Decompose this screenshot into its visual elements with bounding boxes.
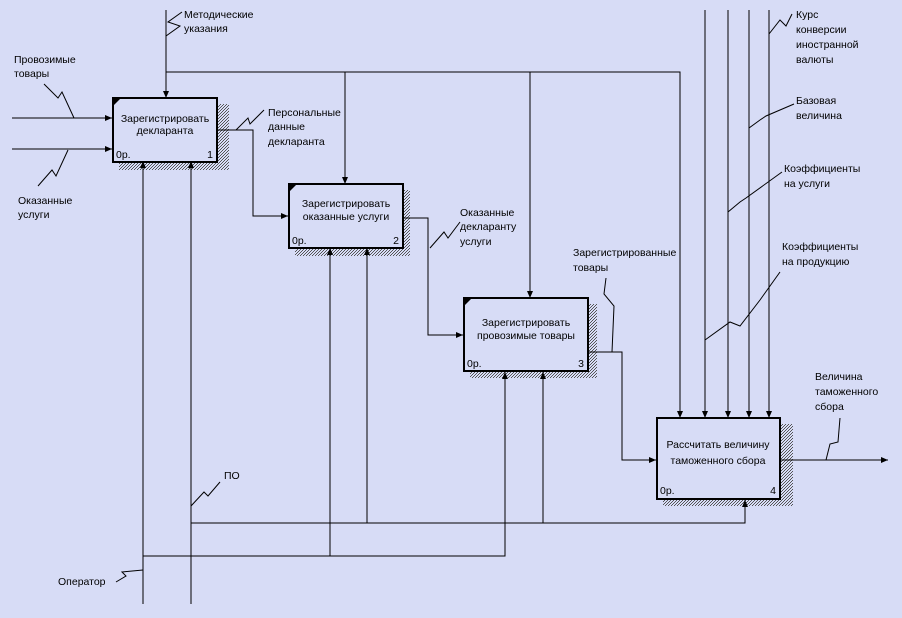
label-output-fee-line-3: сбора <box>815 401 844 413</box>
label-input-services-line-1: Оказанные <box>18 195 73 207</box>
label-registered-goods-line-1: Зарегистрированные <box>573 247 676 259</box>
squiggle-base <box>748 103 795 129</box>
box-3[interactable]: Зарегистрировать провозимые товары 0р. 3 <box>463 297 589 372</box>
box-1-line-1: Зарегистрировать <box>121 113 210 125</box>
squiggle-software <box>190 481 221 507</box>
label-registered-goods: Зарегистрированные товары <box>573 247 676 274</box>
label-input-goods-line-1: Провозимые <box>14 54 76 66</box>
label-exchange-rate-line-3: иностранной <box>796 39 859 51</box>
label-services-declarant: Оказанные декларанту услуги <box>460 207 517 248</box>
box-3-cost: 0р. <box>467 358 482 370</box>
arrow-registered-goods <box>588 351 656 463</box>
label-services-declarant-line-2: декларанту <box>460 221 517 233</box>
label-input-goods-line-2: товары <box>14 68 49 80</box>
box-4-line-2: таможенного сбора <box>671 455 766 467</box>
label-base-value-line-1: Базовая <box>796 95 836 107</box>
squiggle-operator <box>115 569 144 583</box>
arrow-mech-operator-box2 <box>143 248 333 557</box>
arrow-mech-operator-box3 <box>330 372 508 557</box>
label-product-coeffs-line-1: Коэффициенты <box>782 241 858 253</box>
squiggle-registered <box>603 277 615 353</box>
label-personal-data: Персональные данные декларанта <box>268 107 341 148</box>
box-4[interactable]: Рассчитать величину таможенного сбора 0р… <box>656 417 781 500</box>
box-2-cost: 0р. <box>292 235 307 247</box>
squiggle-output-fee <box>825 417 841 461</box>
label-service-coeffs-line-2: на услуги <box>784 178 830 190</box>
label-base-value: Базовая величина <box>796 95 842 122</box>
box-1-number: 1 <box>207 149 213 161</box>
label-service-coeffs-line-1: Коэффициенты <box>784 163 860 175</box>
label-exchange-rate-line-4: валюты <box>796 54 833 66</box>
box-3-line-1: Зарегистрировать <box>482 317 571 329</box>
label-personal-data-line-2: данные <box>268 121 305 133</box>
label-exchange-rate-line-2: конверсии <box>796 24 847 36</box>
label-output-fee: Величина таможенного сбора <box>815 371 878 413</box>
box-4-cost: 0р. <box>660 485 675 497</box>
label-product-coeffs: Коэффициенты на продукцию <box>782 241 858 268</box>
label-product-coeffs-line-2: на продукцию <box>782 256 850 268</box>
box-4-line-1: Рассчитать величину <box>666 439 770 451</box>
label-base-value-line-2: величина <box>796 110 842 122</box>
box-2-number: 2 <box>393 235 399 247</box>
box-1-cost: 0р. <box>116 149 131 161</box>
squiggle-service-coeffs <box>727 171 783 213</box>
arrow-personal-data <box>218 129 288 219</box>
label-exchange-rate: Курс конверсии иностранной валюты <box>796 9 859 66</box>
arrow-services-to-box3 <box>403 217 463 338</box>
label-service-coeffs: Коэффициенты на услуги <box>784 163 860 190</box>
label-output-fee-line-1: Величина <box>815 371 863 383</box>
box-4-number: 4 <box>770 485 776 497</box>
arrow-control-to-box4 <box>166 71 683 418</box>
label-control-methodical: Методические указания <box>184 9 254 35</box>
squiggle-personal-data <box>235 109 265 131</box>
label-output-fee-line-2: таможенного <box>815 386 878 398</box>
box-2-line-1: Зарегистрировать <box>302 198 391 210</box>
box-2[interactable]: Зарегистрировать оказанные услуги 0р. 2 <box>288 183 404 249</box>
box-3-line-2: провозимые товары <box>477 330 575 342</box>
label-registered-goods-line-2: товары <box>573 262 608 274</box>
label-services-declarant-line-3: услуги <box>460 236 492 248</box>
box-3-number: 3 <box>578 358 584 370</box>
label-control-methodical-line-1: Методические <box>184 9 254 21</box>
label-software: ПО <box>224 470 240 482</box>
label-input-services: Оказанные услуги <box>18 195 73 221</box>
arrow-mech-software-box4 <box>543 500 748 524</box>
label-input-goods: Провозимые товары <box>14 54 76 80</box>
label-services-declarant-line-1: Оказанные <box>460 207 515 219</box>
label-control-methodical-line-2: указания <box>184 23 228 35</box>
squiggle-input-goods <box>43 83 75 119</box>
box-1[interactable]: Зарегистрировать декларанта 0р. 1 <box>112 97 218 163</box>
arrow-mech-software-box2 <box>191 248 370 524</box>
label-operator: Оператор <box>58 576 106 588</box>
squiggle-input-services <box>37 149 69 187</box>
label-personal-data-line-3: декларанта <box>268 136 325 148</box>
label-exchange-rate-line-1: Курс <box>796 9 818 21</box>
box-2-line-2: оказанные услуги <box>303 211 390 223</box>
arrow-mech-software-box3 <box>367 372 546 524</box>
box-1-line-2: декларанта <box>137 125 194 137</box>
squiggle-methodical <box>165 11 183 37</box>
label-input-services-line-2: услуги <box>18 209 50 221</box>
squiggle-product-coeffs <box>704 271 781 341</box>
squiggle-services-declarant <box>429 221 461 249</box>
squiggle-exchange <box>768 13 793 35</box>
label-personal-data-line-1: Персональные <box>268 107 341 119</box>
